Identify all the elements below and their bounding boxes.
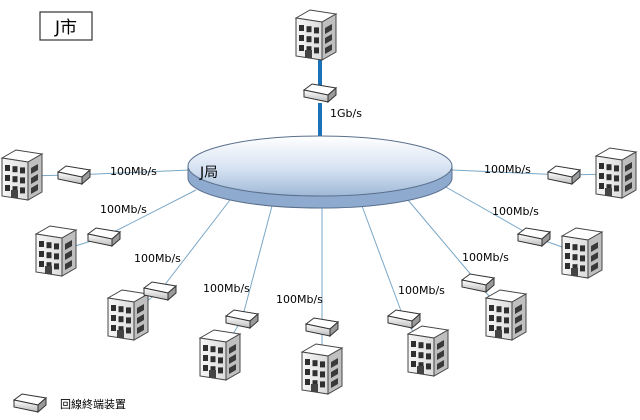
link-line-8 — [451, 169, 565, 176]
branch-device-6 — [460, 273, 496, 294]
link-speed-label-5: 100Mb/s — [398, 284, 445, 297]
branch-building-4 — [300, 343, 344, 395]
branch-device-5 — [386, 309, 422, 330]
branch-device-1 — [86, 227, 122, 248]
link-speed-label-6: 100Mb/s — [462, 251, 509, 264]
branch-device-7 — [516, 227, 552, 248]
branch-device-0 — [56, 165, 92, 186]
link-line-7 — [443, 185, 535, 238]
branch-building-7 — [560, 227, 604, 279]
branch-building-3 — [198, 329, 242, 381]
branch-building-1 — [34, 225, 78, 277]
speed-labels: 1Gb/s 100Mb/s 100Mb/s 100Mb/s 100Mb/s 10… — [100, 107, 539, 306]
legend-label: 回線終端装置 — [60, 397, 126, 411]
hub-label: J局 — [199, 165, 218, 181]
branch-device-3 — [224, 309, 260, 330]
link-line-1 — [103, 189, 197, 238]
link-line-0 — [73, 169, 191, 176]
city-label: J市 — [54, 18, 77, 38]
branch-building-2 — [106, 289, 150, 341]
hub-node: J局 — [187, 135, 453, 209]
branch-building-6 — [484, 289, 528, 341]
branch-device-8 — [546, 165, 582, 186]
branch-device-4 — [304, 317, 340, 338]
link-speed-label-7: 100Mb/s — [492, 205, 539, 218]
branch-building-5 — [406, 325, 450, 377]
link-speed-label-3: 100Mb/s — [203, 282, 250, 295]
legend-device-shape — [12, 393, 48, 414]
link-speed-label-2: 100Mb/s — [134, 252, 181, 265]
legend-device-icon — [12, 393, 48, 414]
legend: 回線終端装置 — [12, 393, 126, 414]
branch-building-0 — [0, 149, 44, 201]
city-label-box: J市 — [39, 11, 93, 41]
link-line-5 — [361, 205, 405, 320]
link-line-2 — [159, 199, 231, 292]
top-device — [302, 83, 338, 104]
link-speed-label-4: 100Mb/s — [276, 293, 323, 306]
link-line-3 — [241, 205, 273, 320]
top-building — [294, 9, 338, 61]
link-speed-label-1: 100Mb/s — [100, 203, 147, 216]
branch-device-2 — [142, 281, 178, 302]
link-line-6 — [407, 199, 479, 284]
link-speed-label-8: 100Mb/s — [484, 163, 531, 176]
uplink-speed-label: 1Gb/s — [330, 107, 362, 120]
nodes — [0, 9, 638, 395]
link-speed-label-0: 100Mb/s — [110, 165, 157, 178]
branch-building-8 — [594, 147, 638, 199]
